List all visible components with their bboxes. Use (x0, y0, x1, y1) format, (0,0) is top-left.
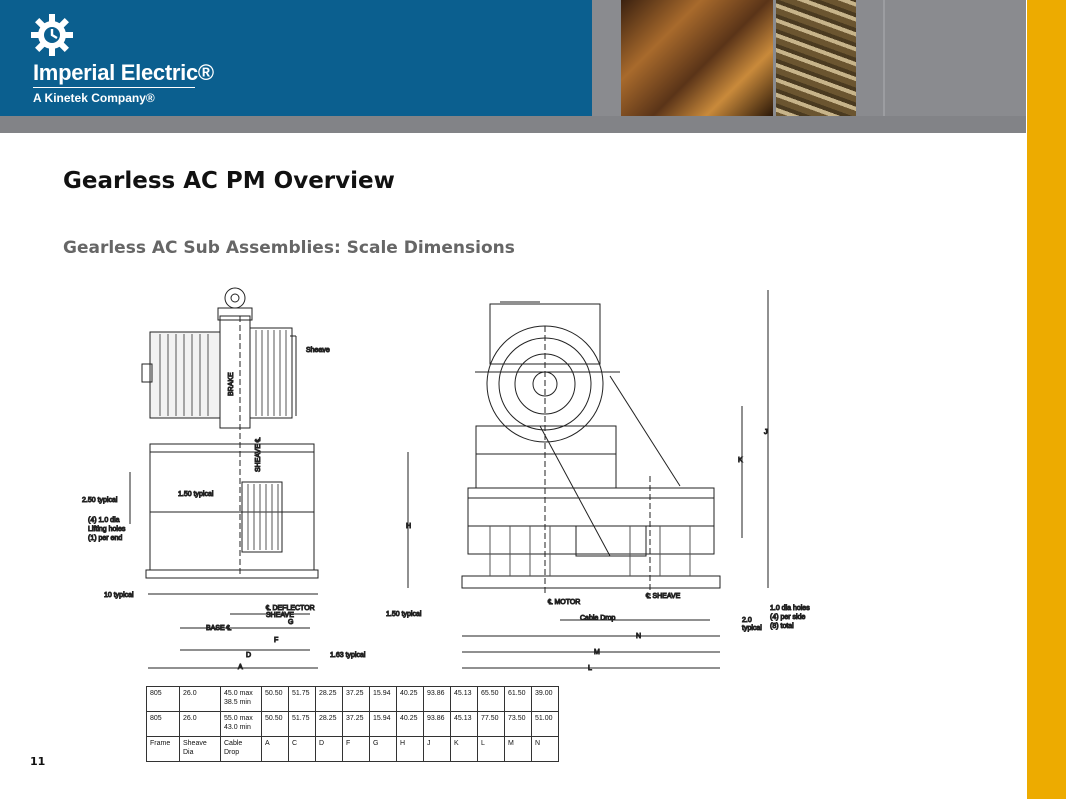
dim-10-typical: 10 typical (104, 592, 134, 599)
table-cell: F (342, 736, 370, 762)
page-number: 11 (30, 755, 46, 768)
table-cell: 55.0 max 43.0 min (220, 711, 262, 737)
table-cell: 51.75 (288, 686, 316, 712)
slide-subtitle: Gearless AC Sub Assemblies: Scale Dimens… (63, 238, 515, 258)
table-cell: 15.94 (369, 711, 397, 737)
dim-k: K (738, 457, 743, 464)
brake-label: BRAKE (228, 372, 235, 396)
table-cell: 28.25 (315, 711, 343, 737)
table-cell: K (450, 736, 478, 762)
table-cell: 39.00 (531, 686, 559, 712)
dim-a: A (238, 664, 243, 671)
table-cell: 28.25 (315, 686, 343, 712)
side-view (129, 287, 319, 669)
dim-l: L (588, 665, 592, 672)
deflector-sheave-label: SHEAVE (266, 612, 294, 619)
table-cell: 37.25 (342, 686, 370, 712)
dim-d: D (246, 652, 251, 659)
base-centerline-label: BASE ℄ (206, 625, 232, 632)
header-divider (883, 0, 885, 133)
dim-f: F (274, 637, 278, 644)
gear-logo-icon (31, 14, 73, 56)
lifting-holes-line1: (4) 1.0 dia (88, 517, 120, 524)
dim-m: M (594, 649, 600, 656)
table-cell: 45.13 (450, 686, 478, 712)
dim-20-typical-word: typical (742, 625, 762, 632)
table-cell: Sheave Dia (179, 736, 221, 762)
table-cell: 45.0 max 38.5 min (220, 686, 262, 712)
dim-20-typical: 2.0 (742, 617, 752, 624)
table-cell: 93.86 (423, 711, 451, 737)
header-band (0, 0, 592, 116)
holes-line1: 1.0 dia holes (770, 605, 810, 612)
table-cell: G (369, 736, 397, 762)
dim-250-typical: 2.50 typical (82, 497, 118, 504)
dim-j: J (764, 429, 768, 436)
table-cell: J (423, 736, 451, 762)
sheave-label: Sheave (306, 347, 330, 354)
header-gray-strip (0, 116, 1026, 133)
table-cell: 61.50 (504, 686, 532, 712)
sheave-centerline-label-front: ℄ SHEAVE (645, 593, 681, 600)
table-cell: D (315, 736, 343, 762)
table-cell: 37.25 (342, 711, 370, 737)
table-cell: 51.75 (288, 711, 316, 737)
dim-150-typical-top: 1.50 typical (178, 491, 214, 498)
table-cell: Frame (146, 736, 180, 762)
table-cell: 50.50 (261, 686, 289, 712)
accent-bar (1027, 0, 1066, 799)
table-cell: 77.50 (477, 711, 505, 737)
table-cell: 26.0 (179, 711, 221, 737)
table-cell: 93.86 (423, 686, 451, 712)
dim-150-typical-bottom: 1.50 typical (386, 611, 422, 618)
front-view (407, 290, 769, 669)
table-cell: C (288, 736, 316, 762)
gears-photo (776, 0, 856, 133)
cable-drop-label: Cable Drop (580, 615, 616, 622)
table-cell: 50.50 (261, 711, 289, 737)
table-cell: 45.13 (450, 711, 478, 737)
slide-title: Gearless AC PM Overview (63, 168, 395, 194)
brand-tagline: A Kinetek Company® (33, 91, 155, 105)
table-cell: 65.50 (477, 686, 505, 712)
table-cell: 40.25 (396, 686, 424, 712)
table-cell: 73.50 (504, 711, 532, 737)
brand-name: Imperial Electric® (33, 60, 214, 85)
table-cell: 40.25 (396, 711, 424, 737)
brand-rule (33, 87, 195, 88)
holes-line3: (8) total (770, 623, 794, 630)
table-cell: A (261, 736, 289, 762)
table-cell: N (531, 736, 559, 762)
table-cell: Cable Drop (220, 736, 262, 762)
dim-g: G (288, 619, 293, 626)
table-cell: 805 (146, 711, 180, 737)
scale-dimension-drawing: Sheave BRAKE SHEAVE ℄ 2.50 typical 1.50 … (82, 287, 811, 673)
table-cell: M (504, 736, 532, 762)
table-cell: 15.94 (369, 686, 397, 712)
dim-163-typical: 1.63 typical (330, 652, 366, 659)
table-cell: H (396, 736, 424, 762)
sheave-centerline-label: SHEAVE ℄ (255, 437, 262, 472)
deflector-label: ℄ DEFLECTOR (265, 605, 315, 612)
lifting-holes-line2: Lifting holes (88, 526, 126, 533)
motor-centerline-label: ℄ MOTOR (547, 599, 580, 606)
people-photo (621, 0, 773, 116)
table-cell: 51.00 (531, 711, 559, 737)
lifting-holes-line3: (1) per end (88, 535, 122, 542)
holes-line2: (4) per side (770, 614, 806, 621)
table-cell: L (477, 736, 505, 762)
table-cell: 805 (146, 686, 180, 712)
dim-n: N (636, 633, 641, 640)
dim-h: H (406, 523, 411, 530)
table-cell: 26.0 (179, 686, 221, 712)
